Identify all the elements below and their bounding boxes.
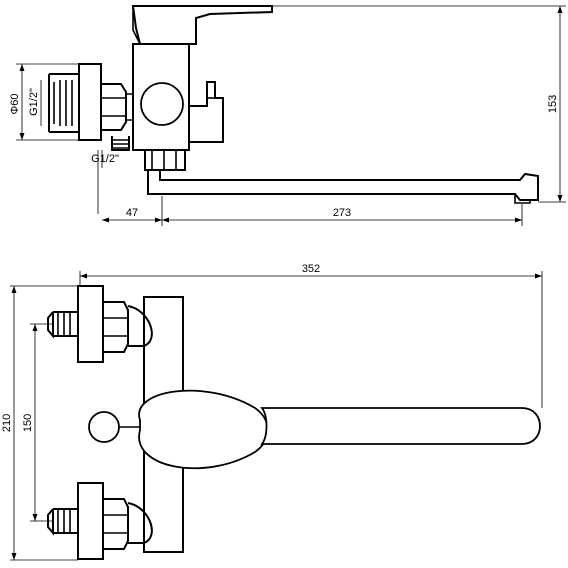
front-lower-connector bbox=[47, 482, 153, 560]
dim-352-label: 352 bbox=[302, 263, 320, 275]
side-spout bbox=[147, 170, 539, 201]
front-elevation-view bbox=[47, 285, 541, 560]
side-shower-outlet bbox=[111, 136, 130, 151]
front-view-dimensions: 352 210 150 bbox=[1, 263, 543, 561]
g12-bottom-label: G1/2" bbox=[91, 153, 119, 165]
front-cartridge-knob bbox=[88, 411, 120, 443]
side-diverter-knob bbox=[188, 81, 224, 143]
front-upper-connector bbox=[47, 285, 153, 363]
g12-side-label: G1/2" bbox=[28, 88, 40, 116]
side-cartridge-cap bbox=[140, 82, 184, 126]
side-hex-nut bbox=[100, 83, 127, 131]
front-spout bbox=[260, 407, 541, 445]
side-elevation-view bbox=[48, 5, 539, 204]
dim-153-label: 153 bbox=[547, 95, 559, 113]
side-eccentric-connector bbox=[48, 73, 79, 133]
side-view-dimensions: Φ60 G1/2" G1/2" 153 47 273 bbox=[9, 5, 566, 226]
dim-273-label: 273 bbox=[333, 207, 351, 219]
side-handle-lever bbox=[131, 5, 273, 45]
dim-150-label: 150 bbox=[22, 414, 34, 432]
phi60-label: Φ60 bbox=[9, 93, 21, 114]
front-handle bbox=[138, 389, 269, 470]
side-wall-flange bbox=[78, 63, 102, 141]
dim-47-label: 47 bbox=[126, 207, 138, 219]
dim-210-label: 210 bbox=[1, 414, 13, 432]
side-lower-nut bbox=[144, 149, 186, 171]
